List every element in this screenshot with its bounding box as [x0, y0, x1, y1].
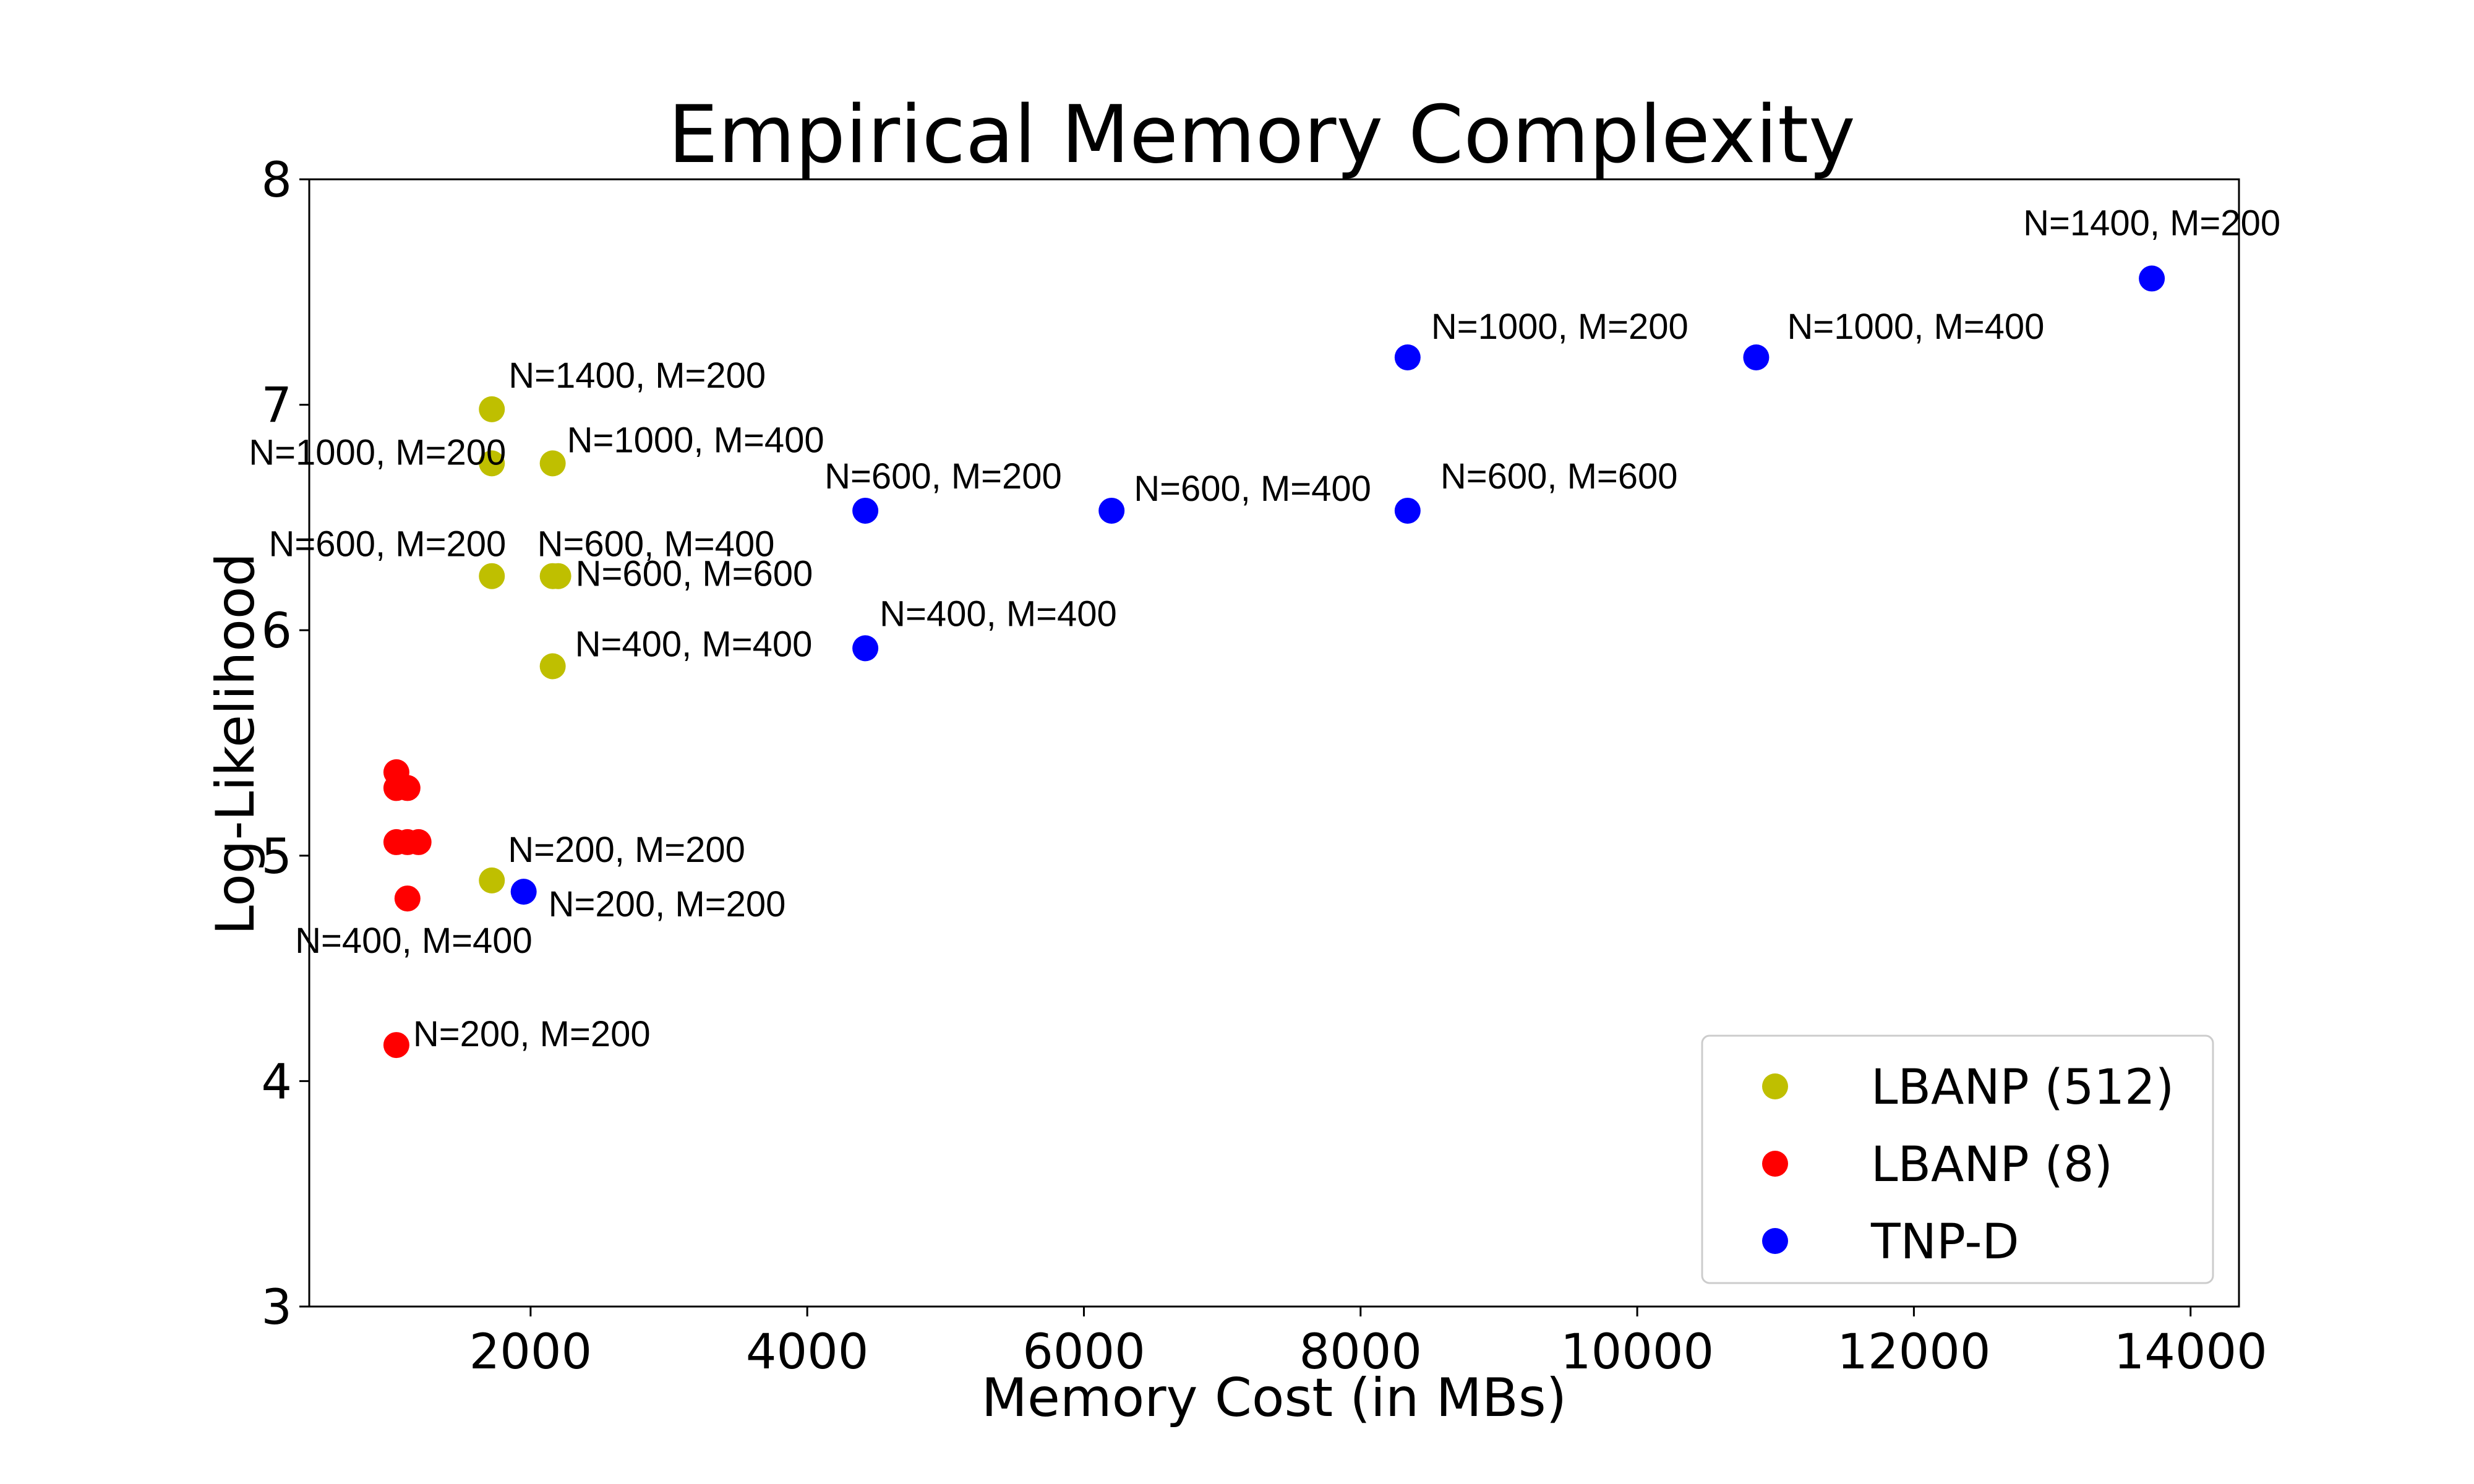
legend-marker	[1762, 1073, 1788, 1099]
x-axis-ticks: 2000 4000 6000 8000 10000 12000 14000	[469, 1307, 2267, 1380]
point-annotation: N=1000, M=200	[249, 432, 506, 472]
point-annotation: N=1400, M=200	[2023, 203, 2280, 243]
data-point	[479, 450, 505, 477]
legend-marker	[1762, 1228, 1788, 1254]
data-point	[1394, 344, 1421, 371]
point-annotation: N=200, M=200	[413, 1014, 651, 1054]
x-tick-label: 6000	[1022, 1324, 1145, 1380]
x-tick-label: 8000	[1299, 1324, 1423, 1380]
point-annotation: N=600, M=200	[824, 456, 1062, 497]
data-point	[479, 396, 505, 422]
legend: LBANP (512) LBANP (8) TNP-D	[1701, 1034, 2214, 1284]
data-point	[479, 563, 505, 589]
x-tick-label: 4000	[746, 1324, 869, 1380]
data-point	[539, 450, 566, 477]
data-point	[852, 497, 879, 524]
data-point	[2139, 265, 2165, 292]
data-point	[510, 879, 537, 905]
data-point	[394, 775, 421, 801]
data-point	[1098, 497, 1125, 524]
point-annotation: N=600, M=400	[1134, 469, 1371, 509]
x-tick-label: 10000	[1560, 1324, 1714, 1380]
x-axis-label: Memory Cost (in MBs)	[982, 1367, 1567, 1429]
y-tick-label: 3	[261, 1280, 292, 1336]
data-point	[394, 885, 421, 912]
x-tick-label: 2000	[469, 1324, 593, 1380]
y-axis-label: Log-Likelihood	[205, 553, 267, 935]
legend-frame	[1701, 1034, 2214, 1284]
point-annotation: N=1000, M=200	[1431, 307, 1689, 347]
y-tick-label: 4	[261, 1054, 292, 1110]
point-annotation: N=1000, M=400	[1787, 307, 2044, 347]
data-point	[479, 867, 505, 893]
point-annotation: N=1400, M=200	[508, 356, 766, 396]
point-annotation: N=400, M=400	[295, 921, 533, 961]
data-point	[1394, 497, 1421, 524]
point-annotation: N=600, M=600	[576, 554, 813, 594]
y-tick-label: 5	[261, 829, 292, 885]
x-tick-label: 14000	[2114, 1324, 2267, 1380]
legend-label: LBANP (512)	[1871, 1060, 2174, 1115]
point-annotation: N=600, M=200	[269, 524, 507, 565]
legend-label: LBANP (8)	[1871, 1137, 2113, 1193]
y-axis-ticks: 3 4 5 6 7 8	[261, 153, 309, 1336]
data-point	[545, 563, 571, 589]
x-tick-label: 12000	[1837, 1324, 1990, 1380]
point-annotation: N=400, M=400	[575, 625, 813, 665]
y-tick-label: 7	[261, 378, 292, 434]
point-annotation: N=400, M=400	[880, 594, 1117, 634]
data-point	[405, 829, 432, 855]
data-point	[1743, 344, 1770, 371]
legend-marker	[1762, 1151, 1788, 1177]
point-annotation: N=1000, M=400	[567, 420, 824, 460]
legend-label: TNP-D	[1870, 1214, 2019, 1270]
point-annotation: N=200, M=200	[508, 830, 745, 870]
data-point	[383, 1032, 409, 1059]
data-point	[539, 653, 566, 680]
point-annotation: N=600, M=600	[1440, 456, 1678, 497]
point-annotation: N=200, M=200	[549, 884, 786, 924]
data-point	[852, 635, 879, 662]
y-tick-label: 6	[261, 603, 292, 659]
point-annotation: N=600, M=400	[537, 524, 775, 565]
chart-title: Empirical Memory Complexity	[668, 89, 1856, 181]
plot-frame	[308, 178, 2240, 1308]
y-tick-label: 8	[261, 153, 292, 208]
data-points	[383, 265, 2165, 1059]
